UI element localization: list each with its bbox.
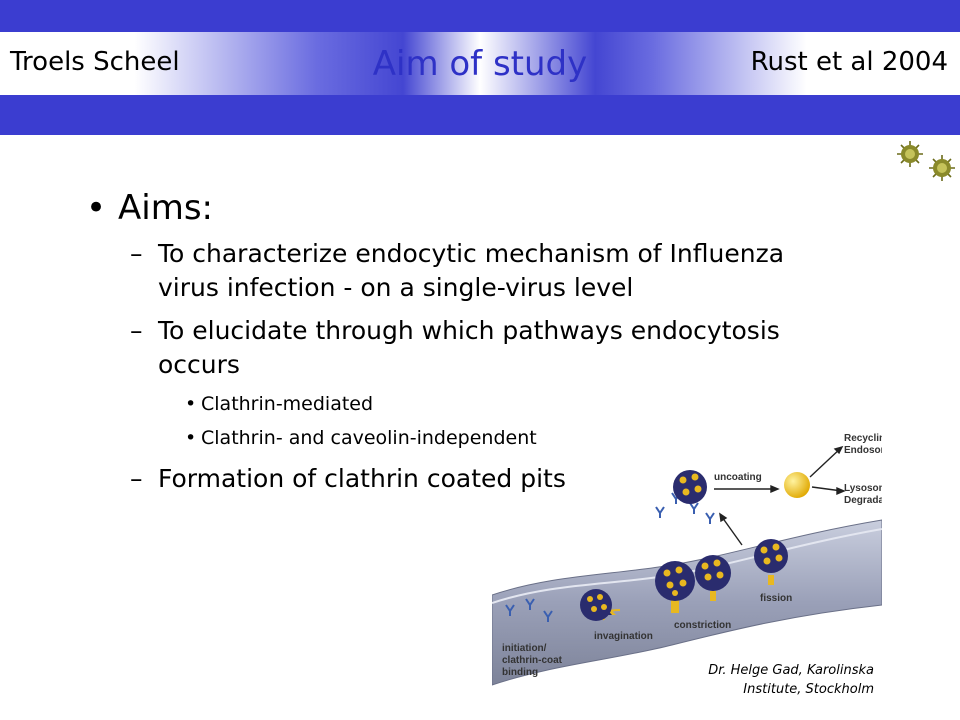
slide-title: Aim of study: [372, 44, 588, 84]
citation: Rust et al 2004: [750, 47, 948, 77]
header-strip: [0, 32, 960, 95]
bullet: •: [86, 188, 107, 228]
label-constriction: constriction: [674, 620, 731, 631]
virus-icon: [897, 141, 923, 167]
aim-point-text: To elucidate through which pathways endo…: [158, 316, 780, 379]
endocytosis-figure: Recycling Endosome Lysosomal Degradation…: [492, 433, 882, 686]
coated-vesicle-icon: [580, 589, 621, 621]
aim-point: – Formation of clathrin coated pits: [130, 462, 858, 496]
aim-point-text: Formation of clathrin coated pits: [158, 464, 566, 493]
figure-labels: Recycling Endosome Lysosomal Degradation…: [502, 433, 882, 678]
bullet: •: [185, 427, 197, 449]
label-initiation-2: clathrin-coat: [502, 655, 563, 666]
sub-point: •Clathrin-mediated: [185, 393, 373, 415]
label-initiation-3: binding: [502, 667, 538, 678]
aim-point-text: To characterize endocytic mechanism of I…: [158, 239, 785, 302]
virus-icon: [929, 155, 955, 181]
label-lysosomal: Lysosomal: [844, 483, 882, 494]
credit-line-1: Dr. Helge Gad, Karolinska: [708, 663, 874, 678]
label-recycling-2: Endosome: [844, 445, 882, 456]
aims-label: Aims:: [118, 188, 213, 228]
label-uncoating: uncoating: [714, 472, 762, 483]
label-invagination: invagination: [594, 631, 653, 642]
endosome-icon: [784, 472, 810, 498]
coated-vesicle-icon: [695, 555, 731, 601]
figure-credit: Dr. Helge Gad, Karolinska Institute, Sto…: [708, 661, 874, 699]
dash: –: [130, 239, 143, 268]
dash: –: [130, 464, 143, 493]
label-initiation: initiation/: [502, 643, 547, 654]
virus-decoration: [897, 141, 955, 181]
sub-point-text: Clathrin-mediated: [201, 393, 374, 415]
aim-point: – To characterize endocytic mechanism of…: [130, 237, 798, 305]
aim-point: – To elucidate through which pathways en…: [130, 314, 858, 382]
credit-line-2: Institute, Stockholm: [743, 682, 874, 697]
label-lysosomal-2: Degradation: [844, 495, 882, 506]
bullet: •: [185, 393, 197, 415]
coated-vesicle-icon: [673, 470, 707, 504]
coated-vesicle-icon: [655, 561, 695, 613]
author-name: Troels Scheel: [10, 47, 180, 77]
sub-point-text: Clathrin- and caveolin-independent: [201, 427, 537, 449]
dash: –: [130, 316, 143, 345]
aims-heading: • Aims:: [86, 188, 213, 228]
label-fission: fission: [760, 593, 792, 604]
antibody-icon: [505, 492, 715, 622]
label-recycling: Recycling: [844, 433, 882, 444]
arrow-icon: [714, 445, 846, 546]
coated-vesicle-icon: [754, 539, 788, 585]
sub-point: •Clathrin- and caveolin-independent: [185, 427, 537, 449]
